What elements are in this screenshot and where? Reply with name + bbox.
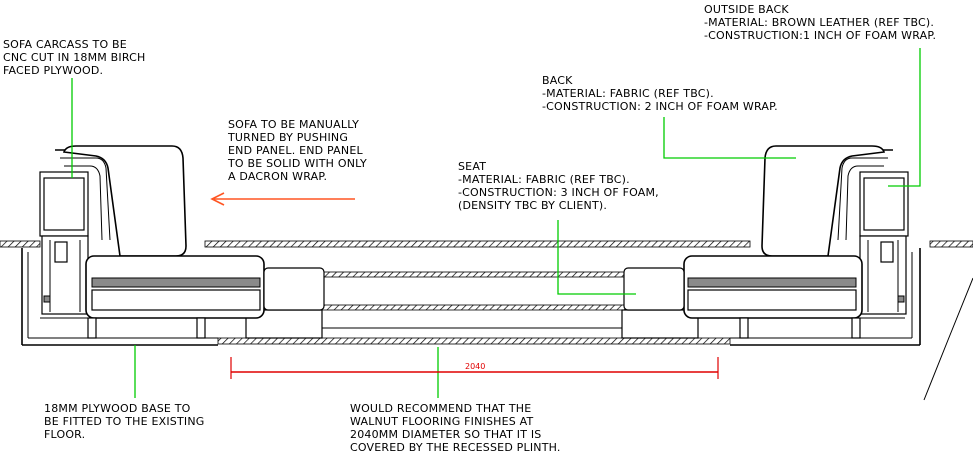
note-turn-line-3: END PANEL. END PANEL bbox=[228, 144, 363, 157]
note-carcass-line-3: FACED PLYWOOD. bbox=[3, 64, 103, 77]
note-turn-line-4: TO BE SOLID WITH ONLY bbox=[227, 157, 367, 170]
note-seat-line-1: SEAT bbox=[458, 160, 486, 173]
note-back-line-2: -MATERIAL: FABRIC (REF TBC). bbox=[542, 87, 714, 100]
note-flooring-line-3: 2040MM DIAMETER SO THAT IT IS bbox=[350, 428, 541, 441]
note-base-line-2: BE FITTED TO THE EXISTING bbox=[44, 415, 204, 428]
plywood-base bbox=[21, 248, 921, 346]
right-sofa bbox=[623, 145, 909, 339]
note-seat: SEAT -MATERIAL: FABRIC (REF TBC). -CONST… bbox=[458, 160, 659, 212]
note-carcass-line-2: CNC CUT IN 18MM BIRCH bbox=[3, 51, 146, 64]
note-base: 18MM PLYWOOD BASE TO BE FITTED TO THE EX… bbox=[44, 402, 204, 441]
note-carcass: SOFA CARCASS TO BE CNC CUT IN 18MM BIRCH… bbox=[3, 38, 146, 77]
dimension-2040: 2040 bbox=[230, 357, 719, 379]
note-seat-line-2: -MATERIAL: FABRIC (REF TBC). bbox=[458, 173, 630, 186]
note-back-line-1: BACK bbox=[542, 74, 573, 87]
note-outside-back-line-2: -MATERIAL: BROWN LEATHER (REF TBC). bbox=[704, 16, 934, 29]
section-cut-line bbox=[923, 277, 973, 401]
note-base-line-3: FLOOR. bbox=[44, 428, 85, 441]
note-flooring-line-4: COVERED BY THE RECESSED PLINTH. bbox=[350, 441, 561, 454]
note-turn: SOFA TO BE MANUALLY TURNED BY PUSHING EN… bbox=[227, 118, 367, 183]
note-flooring: WOULD RECOMMEND THAT THE WALNUT FLOORING… bbox=[350, 402, 561, 454]
note-base-line-1: 18MM PLYWOOD BASE TO bbox=[44, 402, 191, 415]
note-back-line-3: -CONSTRUCTION: 2 INCH OF FOAM WRAP. bbox=[542, 100, 778, 113]
note-turn-line-1: SOFA TO BE MANUALLY bbox=[228, 118, 359, 131]
note-back: BACK -MATERIAL: FABRIC (REF TBC). -CONST… bbox=[542, 74, 778, 113]
note-outside-back: OUTSIDE BACK -MATERIAL: BROWN LEATHER (R… bbox=[704, 3, 936, 42]
note-outside-back-line-3: -CONSTRUCTION:1 INCH OF FOAM WRAP. bbox=[704, 29, 936, 42]
note-turn-line-2: TURNED BY PUSHING bbox=[227, 131, 348, 144]
note-seat-line-3: -CONSTRUCTION: 3 INCH OF FOAM, bbox=[458, 186, 659, 199]
note-flooring-line-1: WOULD RECOMMEND THAT THE bbox=[350, 402, 531, 415]
dimension-value: 2040 bbox=[465, 362, 485, 371]
note-turn-line-5: A DACRON WRAP. bbox=[228, 170, 327, 183]
left-sofa bbox=[39, 145, 325, 339]
note-seat-line-4: (DENSITY TBC BY CLIENT). bbox=[458, 199, 607, 212]
note-outside-back-line-1: OUTSIDE BACK bbox=[704, 3, 789, 16]
note-carcass-line-1: SOFA CARCASS TO BE bbox=[3, 38, 127, 51]
push-direction-arrow bbox=[210, 192, 355, 206]
note-flooring-line-2: WALNUT FLOORING FINISHES AT bbox=[350, 415, 534, 428]
